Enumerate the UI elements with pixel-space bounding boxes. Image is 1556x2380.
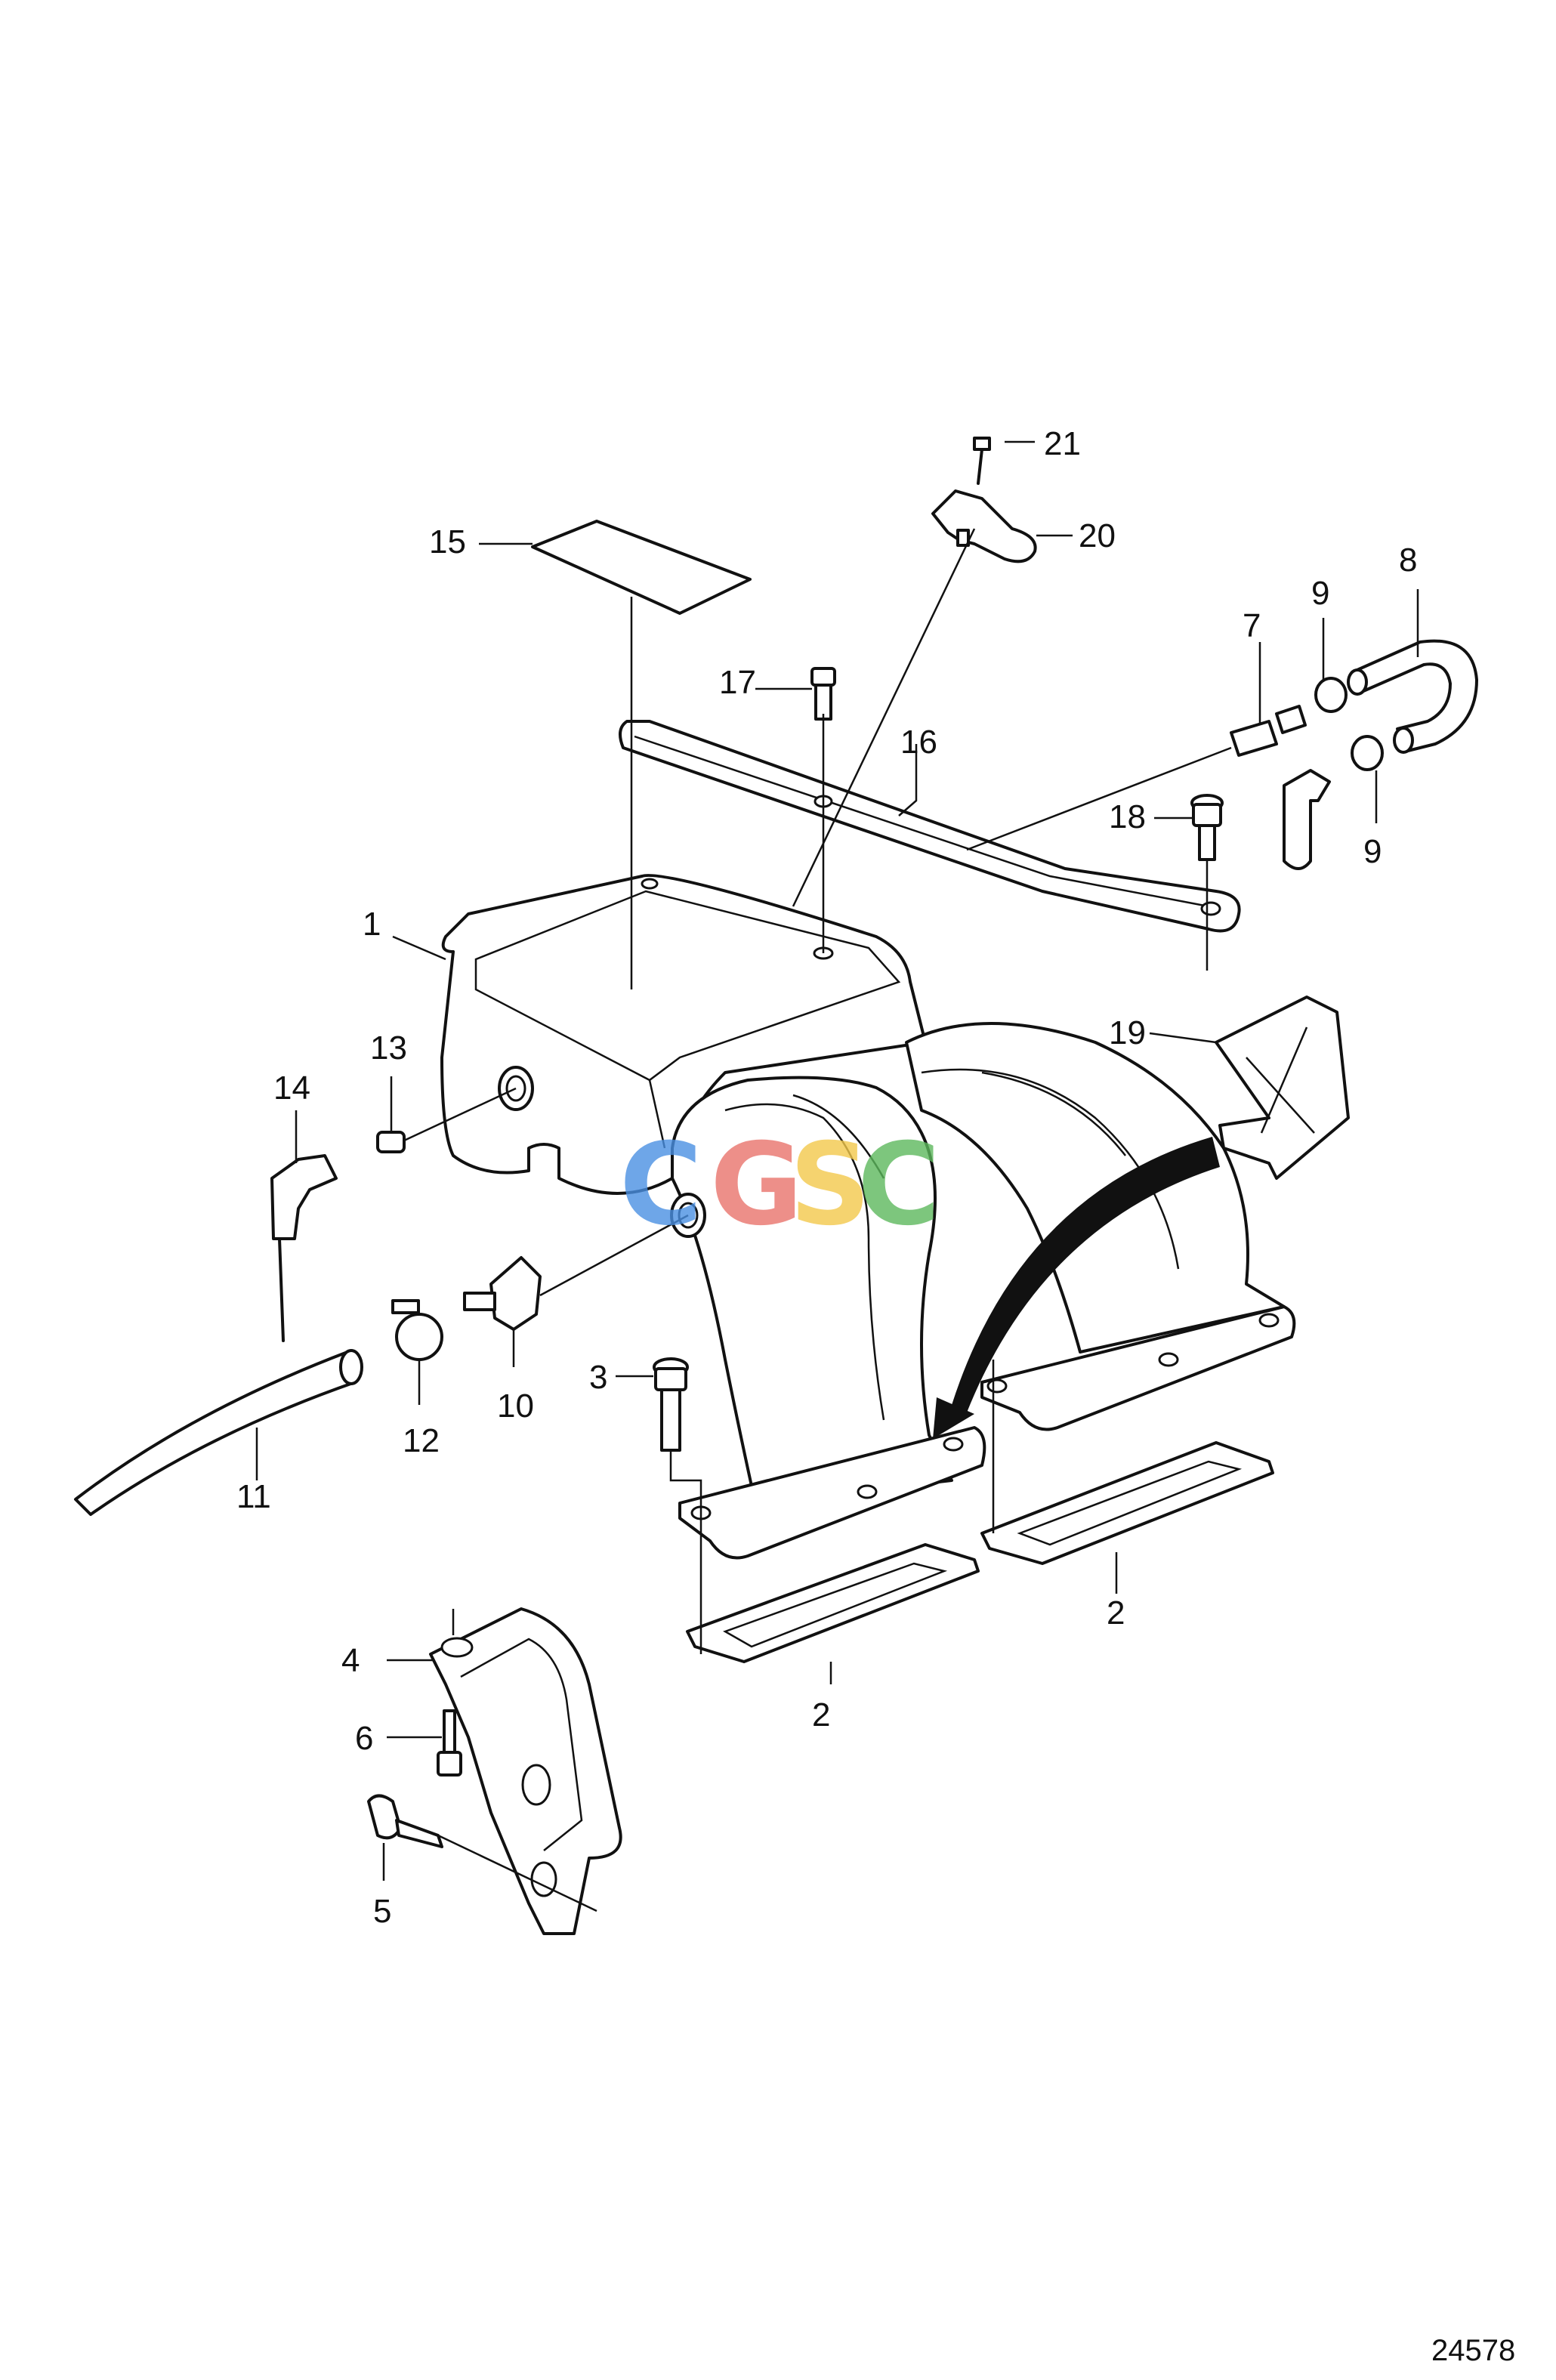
- screw-5: [367, 1794, 443, 1848]
- callout-12: 12: [403, 1422, 440, 1459]
- callout-17: 17: [719, 664, 756, 701]
- callout-4: 4: [341, 1642, 360, 1679]
- valve-10: [463, 1256, 542, 1331]
- intake-manifold: [440, 874, 1296, 1560]
- drawing-number: 24578: [1431, 2334, 1515, 2367]
- callout-20: 20: [1079, 517, 1116, 554]
- screw-21: [973, 437, 991, 485]
- bolt-17: [810, 667, 836, 721]
- callout-10: 10: [497, 1388, 534, 1425]
- watermark-letter-s: S: [789, 1119, 871, 1251]
- callout-19: 19: [1109, 1014, 1146, 1051]
- callout-9-lower: 9: [1363, 833, 1382, 870]
- callout-8: 8: [1399, 542, 1417, 579]
- bolt-18: [1190, 794, 1224, 861]
- direction-arrow: [933, 1137, 1220, 1439]
- callout-18: 18: [1109, 798, 1146, 835]
- callout-14: 14: [273, 1070, 310, 1107]
- screw-6: [437, 1709, 462, 1777]
- clamp-9-lower: [1351, 735, 1384, 771]
- callout-1: 1: [363, 906, 381, 943]
- callout-2-left: 2: [812, 1696, 830, 1733]
- clamp-12: [391, 1299, 443, 1361]
- support-19: [1215, 996, 1350, 1180]
- leader-lines: [255, 440, 1419, 1912]
- watermark-letter-c2: C: [857, 1119, 940, 1251]
- callout-2-right: 2: [1107, 1594, 1125, 1631]
- callout-15: 15: [429, 523, 466, 560]
- callout-7: 7: [1243, 607, 1261, 644]
- gasket-2-left: [686, 1543, 980, 1663]
- watermark-letter-c1: C: [619, 1119, 702, 1251]
- callout-9-upper: 9: [1311, 575, 1329, 612]
- callout-6: 6: [355, 1720, 373, 1757]
- watermark-letter-g: G: [710, 1119, 803, 1251]
- callout-21: 21: [1044, 425, 1081, 462]
- nipple-7: [1230, 705, 1307, 757]
- sensor-20: [931, 489, 1037, 563]
- watermark-logo: C G S C: [619, 1119, 940, 1251]
- bolt-3: [653, 1357, 689, 1452]
- elbow-14: [270, 1154, 338, 1342]
- clamp-9-upper: [1314, 677, 1348, 713]
- nipple-13: [376, 1131, 406, 1153]
- hose-11: [74, 1349, 363, 1516]
- hose-8: [1347, 639, 1478, 754]
- valve-pcv: [1283, 769, 1331, 870]
- callout-16: 16: [900, 724, 937, 761]
- callout-labels: 1 2 2 3 4 5 6 7 8 9 9 10 11 12 13 14 15 …: [236, 425, 1417, 1930]
- callout-13: 13: [370, 1029, 407, 1067]
- insulation-pad-15: [531, 520, 752, 615]
- callout-5: 5: [373, 1893, 391, 1930]
- callout-11: 11: [236, 1478, 271, 1515]
- gasket-2-right: [980, 1441, 1274, 1565]
- callout-3: 3: [589, 1359, 607, 1396]
